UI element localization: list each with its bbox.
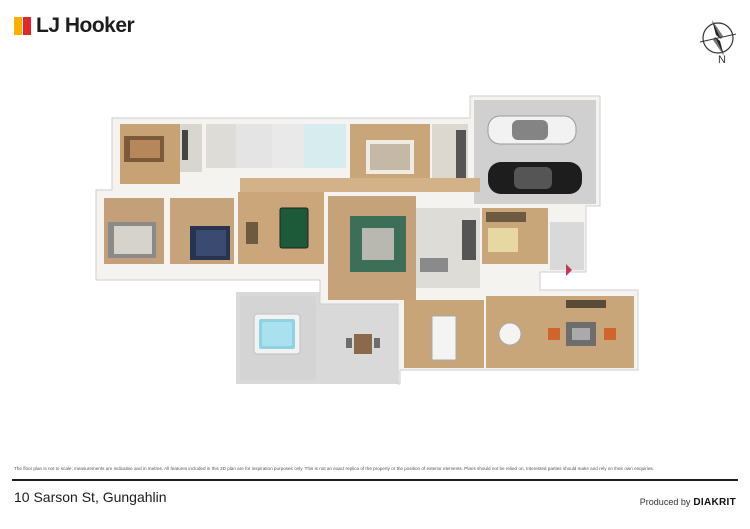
car-black <box>488 162 582 194</box>
pool-table <box>279 207 309 249</box>
disclaimer-text: The floor plan is not to scale; measurem… <box>14 466 654 471</box>
alfresco-table <box>346 334 380 354</box>
dining-table <box>431 315 457 361</box>
entry <box>550 222 584 270</box>
produced-by: Produced by DIAKRIT <box>640 497 736 508</box>
spa-pool <box>253 313 301 355</box>
north-label: N <box>718 54 726 66</box>
floor-plan-illustration <box>95 95 639 385</box>
footer-divider <box>12 479 738 481</box>
laundry <box>206 124 236 168</box>
producer-brand: DIAKRIT <box>693 497 736 508</box>
produced-by-prefix: Produced by <box>639 497 691 507</box>
round-table <box>498 322 522 346</box>
ensuite-shower <box>304 124 346 168</box>
bathroom-1 <box>236 124 272 168</box>
compass-rose-icon <box>699 20 737 56</box>
car-white <box>487 115 577 145</box>
brand-name: LJ Hooker <box>36 14 135 37</box>
bathroom-2 <box>272 124 304 168</box>
brand-mark-icon <box>14 17 31 35</box>
hallway <box>240 178 480 192</box>
property-address: 10 Sarson St, Gungahlin <box>14 489 167 505</box>
brand-logo: LJ Hooker <box>14 14 135 38</box>
